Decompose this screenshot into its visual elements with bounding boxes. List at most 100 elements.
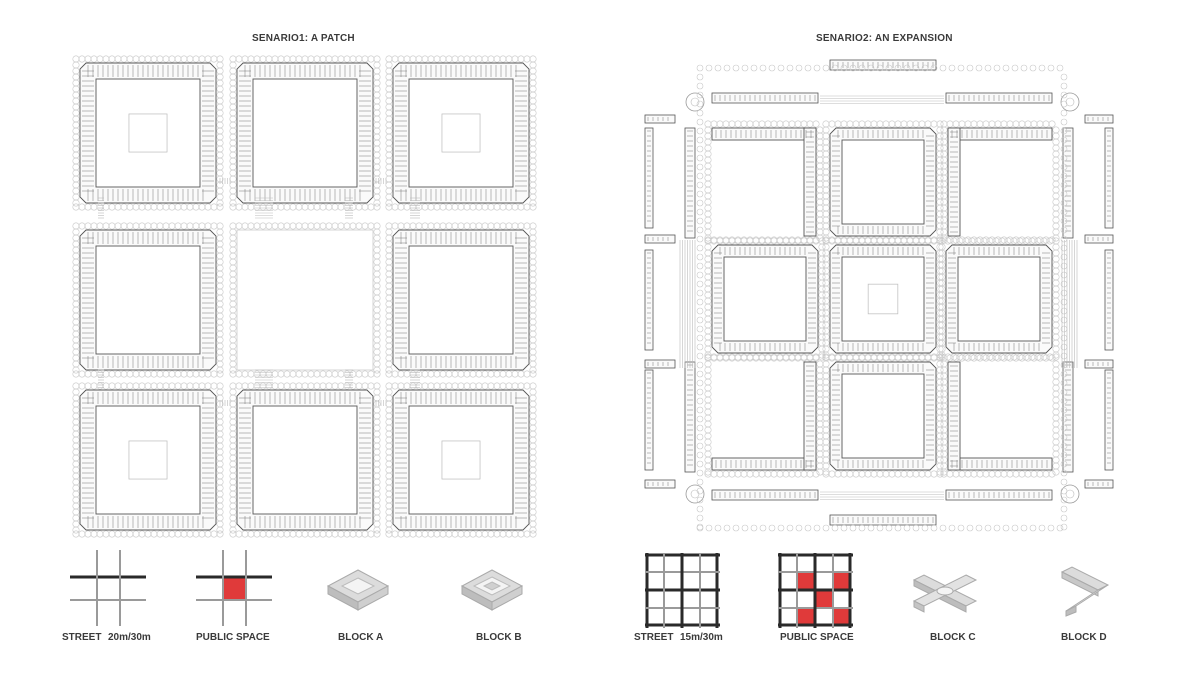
roundabout bbox=[685, 92, 705, 112]
block-a-label: BLOCK A bbox=[338, 632, 384, 643]
public-square bbox=[229, 222, 381, 378]
block-c-icon bbox=[912, 574, 978, 613]
building-strip bbox=[945, 489, 1053, 501]
block bbox=[229, 382, 381, 538]
building-strip bbox=[644, 249, 654, 351]
building-strip bbox=[684, 127, 696, 239]
l-block bbox=[940, 354, 1060, 478]
block-b-label: BLOCK B bbox=[476, 632, 522, 643]
block bbox=[385, 222, 537, 378]
building-strip bbox=[644, 127, 654, 229]
pedestrian-crossing bbox=[98, 197, 104, 219]
pedestrian-crossing bbox=[345, 197, 353, 219]
block bbox=[72, 222, 224, 378]
pedestrian-crossing bbox=[679, 240, 696, 368]
pedestrian-crossing bbox=[345, 369, 353, 388]
pedestrian-crossing bbox=[255, 369, 273, 388]
street-label-s2: STREET bbox=[634, 632, 674, 643]
block bbox=[704, 237, 826, 361]
building-strip bbox=[829, 514, 937, 526]
street-width-label-s1: 20m/30m bbox=[108, 632, 151, 643]
tree-row bbox=[704, 120, 824, 244]
tree-row bbox=[229, 382, 381, 538]
block-c-label: BLOCK C bbox=[930, 632, 976, 643]
street-grid-icon-s2 bbox=[645, 553, 720, 628]
l-block bbox=[704, 120, 824, 244]
street-label-s1: STREET bbox=[62, 632, 102, 643]
building-strip bbox=[711, 92, 819, 104]
tree-row bbox=[72, 222, 224, 378]
building-strip bbox=[644, 479, 676, 489]
tree-row bbox=[940, 120, 1060, 244]
building-strip bbox=[644, 114, 676, 124]
block-d-label: BLOCK D bbox=[1061, 632, 1107, 643]
expansion-grid bbox=[644, 59, 1114, 532]
block bbox=[822, 120, 944, 244]
building-strip bbox=[1084, 479, 1114, 489]
tree-row bbox=[229, 222, 381, 378]
roundabout-center bbox=[1065, 97, 1075, 107]
public-space-label-s2: PUBLIC SPACE bbox=[780, 632, 854, 643]
building-strip bbox=[684, 361, 696, 473]
public-space-icon-s1 bbox=[196, 550, 272, 626]
scenario1-title: SENARIO1: A PATCH bbox=[252, 33, 355, 44]
pedestrian-crossing bbox=[255, 197, 273, 219]
roundabout bbox=[1060, 92, 1080, 112]
block-a-icon bbox=[326, 569, 390, 611]
building-strip bbox=[1084, 114, 1114, 124]
pedestrian-crossing bbox=[410, 197, 420, 219]
building-strip bbox=[1104, 127, 1114, 229]
tree-row bbox=[385, 222, 537, 378]
block bbox=[72, 382, 224, 538]
street-grid-icon-s1 bbox=[70, 550, 146, 626]
tree-row bbox=[704, 354, 824, 478]
building-strip bbox=[1084, 359, 1114, 369]
tree-row bbox=[385, 55, 537, 211]
building-strip bbox=[644, 359, 676, 369]
block bbox=[72, 55, 224, 211]
block bbox=[822, 237, 944, 361]
pedestrian-crossing bbox=[375, 400, 387, 406]
tree-row bbox=[72, 382, 224, 538]
building-strip bbox=[644, 369, 654, 471]
pedestrian-crossing bbox=[410, 369, 420, 388]
building-strip bbox=[1062, 127, 1074, 239]
tree-row bbox=[229, 55, 381, 211]
pedestrian-crossing bbox=[219, 178, 231, 184]
pedestrian-crossing bbox=[375, 178, 387, 184]
roundabout bbox=[685, 484, 705, 504]
pedestrian-crossing bbox=[820, 95, 944, 104]
building-strip bbox=[1084, 234, 1114, 244]
roundabout bbox=[1060, 484, 1080, 504]
building-strip bbox=[1104, 249, 1114, 351]
building-strip bbox=[945, 92, 1053, 104]
street-width-label-s2: 15m/30m bbox=[680, 632, 723, 643]
roundabout-center bbox=[690, 97, 700, 107]
building-strip bbox=[1062, 361, 1074, 473]
building-strip bbox=[1104, 369, 1114, 471]
scenario2-title: SENARIO2: AN EXPANSION bbox=[816, 33, 953, 44]
tree-row bbox=[822, 354, 944, 478]
tree-row bbox=[822, 120, 944, 244]
l-block bbox=[940, 120, 1060, 244]
pedestrian-crossing bbox=[820, 491, 944, 500]
block-b-icon bbox=[460, 569, 524, 611]
tree-row bbox=[940, 354, 1060, 478]
block bbox=[822, 354, 944, 478]
roundabout-center bbox=[1065, 489, 1075, 499]
block bbox=[229, 55, 381, 211]
public-space-icon-s2 bbox=[778, 553, 853, 628]
pedestrian-crossing bbox=[219, 400, 231, 406]
public-space-label-s1: PUBLIC SPACE bbox=[196, 632, 270, 643]
block bbox=[938, 237, 1060, 361]
pedestrian-crossing bbox=[1061, 240, 1078, 368]
block bbox=[385, 55, 537, 211]
tree-row bbox=[696, 64, 1068, 532]
block bbox=[385, 382, 537, 538]
building-strip bbox=[644, 234, 676, 244]
block-d-icon bbox=[1060, 566, 1110, 617]
tree-row bbox=[385, 382, 537, 538]
l-block bbox=[704, 354, 824, 478]
